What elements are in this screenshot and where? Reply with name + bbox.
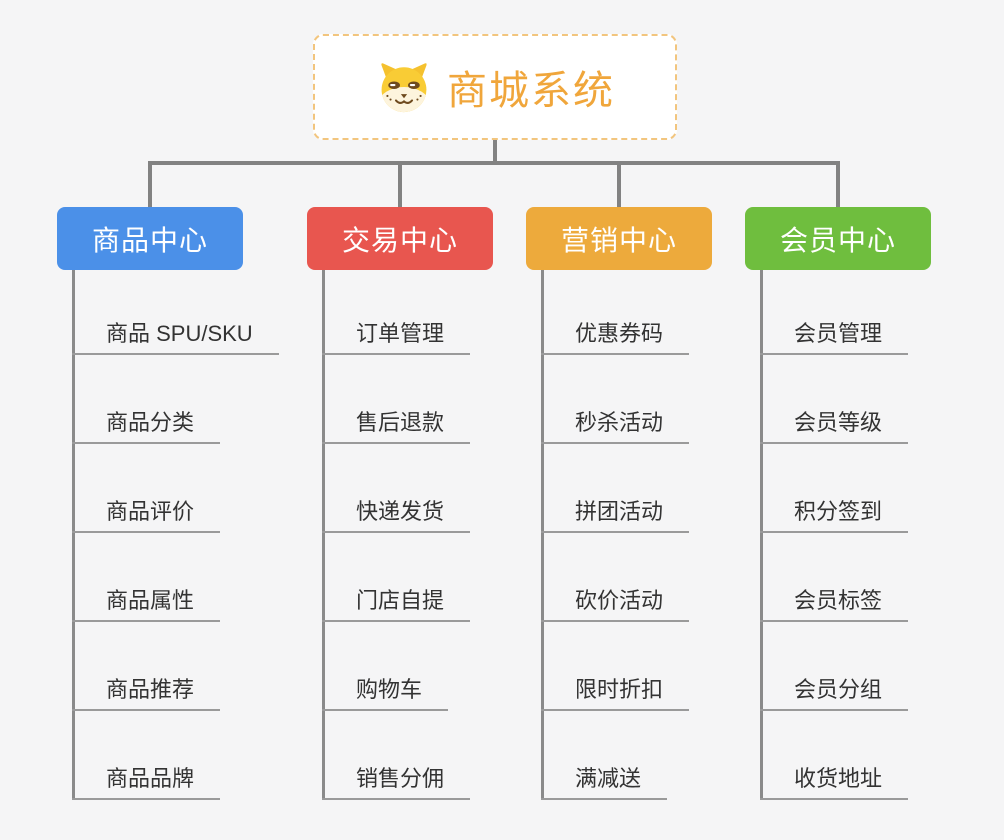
leaf-node-order-manage[interactable]: 订单管理: [322, 321, 471, 355]
root-node[interactable]: 商城系统: [313, 34, 677, 140]
leaf-node-product-review[interactable]: 商品评价: [72, 499, 221, 533]
leaf-label: 购物车: [322, 677, 449, 711]
leaf-label: 会员分组: [760, 677, 909, 711]
connector-horizontal: [148, 161, 840, 165]
branch-node-trade[interactable]: 交易中心: [307, 207, 493, 270]
leaf-label: 快递发货: [322, 499, 471, 533]
leaf-node-shopping-cart[interactable]: 购物车: [322, 677, 449, 711]
branch-node-marketing[interactable]: 营销中心: [526, 207, 712, 270]
leaf-node-member-level[interactable]: 会员等级: [760, 410, 909, 444]
branch-trunk-line: [760, 270, 763, 799]
leaf-label: 商品 SPU/SKU: [72, 321, 279, 355]
leaf-label: 限时折扣: [541, 677, 690, 711]
branch-node-member[interactable]: 会员中心: [745, 207, 931, 270]
leaf-label: 收货地址: [760, 766, 909, 800]
leaf-node-limited-time-discount[interactable]: 限时折扣: [541, 677, 690, 711]
leaf-label: 优惠券码: [541, 321, 690, 355]
connector-drop-product: [148, 165, 152, 207]
leaf-node-full-reduction[interactable]: 满减送: [541, 766, 668, 800]
leaf-node-bargain-activity[interactable]: 砍价活动: [541, 588, 690, 622]
leaf-node-coupon-code[interactable]: 优惠券码: [541, 321, 690, 355]
leaf-node-member-group[interactable]: 会员分组: [760, 677, 909, 711]
connector-root-drop: [493, 140, 497, 165]
branch-node-product[interactable]: 商品中心: [57, 207, 243, 270]
leaf-node-store-pickup[interactable]: 门店自提: [322, 588, 471, 622]
leaf-label: 积分签到: [760, 499, 909, 533]
leaf-label: 会员管理: [760, 321, 909, 355]
leaf-label: 销售分佣: [322, 766, 471, 800]
leaf-node-shipping-address[interactable]: 收货地址: [760, 766, 909, 800]
branch-column-marketing: 营销中心 优惠券码 秒杀活动 拼团活动 砍价活动 限时折扣 满减送: [526, 207, 806, 807]
leaf-label: 商品品牌: [72, 766, 221, 800]
leaf-node-member-manage[interactable]: 会员管理: [760, 321, 909, 355]
leaf-node-group-buy[interactable]: 拼团活动: [541, 499, 690, 533]
leaf-label: 门店自提: [322, 588, 471, 622]
leaf-label: 商品分类: [72, 410, 221, 444]
root-title: 商城系统: [447, 69, 615, 113]
dog-face-icon: [381, 63, 427, 113]
branch-column-product: 商品中心 商品 SPU/SKU 商品分类 商品评价 商品属性 商品推荐 商品品牌: [57, 207, 337, 807]
leaf-label: 满减送: [541, 766, 668, 800]
leaf-label: 商品评价: [72, 499, 221, 533]
branch-column-member: 会员中心 会员管理 会员等级 积分签到 会员标签 会员分组 收货地址: [745, 207, 1004, 807]
leaf-node-product-category[interactable]: 商品分类: [72, 410, 221, 444]
branch-trunk-line: [541, 270, 544, 799]
connector-drop-member: [836, 165, 840, 207]
leaf-label: 会员标签: [760, 588, 909, 622]
leaf-node-flash-sale[interactable]: 秒杀活动: [541, 410, 690, 444]
leaf-label: 砍价活动: [541, 588, 690, 622]
leaf-node-product-attribute[interactable]: 商品属性: [72, 588, 221, 622]
leaf-label: 售后退款: [322, 410, 471, 444]
branch-trunk-line: [322, 270, 325, 799]
branch-trunk-line: [72, 270, 75, 799]
leaf-label: 商品推荐: [72, 677, 221, 711]
branch-column-trade: 交易中心 订单管理 售后退款 快递发货 门店自提 购物车 销售分佣: [307, 207, 587, 807]
connector-drop-trade: [398, 165, 402, 207]
leaf-node-product-spu-sku[interactable]: 商品 SPU/SKU: [72, 321, 279, 355]
leaf-node-points-checkin[interactable]: 积分签到: [760, 499, 909, 533]
leaf-node-member-tag[interactable]: 会员标签: [760, 588, 909, 622]
leaf-node-sales-commission[interactable]: 销售分佣: [322, 766, 471, 800]
leaf-label: 商品属性: [72, 588, 221, 622]
leaf-node-after-sale-refund[interactable]: 售后退款: [322, 410, 471, 444]
leaf-label: 秒杀活动: [541, 410, 690, 444]
leaf-label: 会员等级: [760, 410, 909, 444]
leaf-label: 拼团活动: [541, 499, 690, 533]
leaf-node-product-recommend[interactable]: 商品推荐: [72, 677, 221, 711]
leaf-label: 订单管理: [322, 321, 471, 355]
leaf-node-express-shipping[interactable]: 快递发货: [322, 499, 471, 533]
leaf-node-product-brand[interactable]: 商品品牌: [72, 766, 221, 800]
connector-drop-marketing: [617, 165, 621, 207]
